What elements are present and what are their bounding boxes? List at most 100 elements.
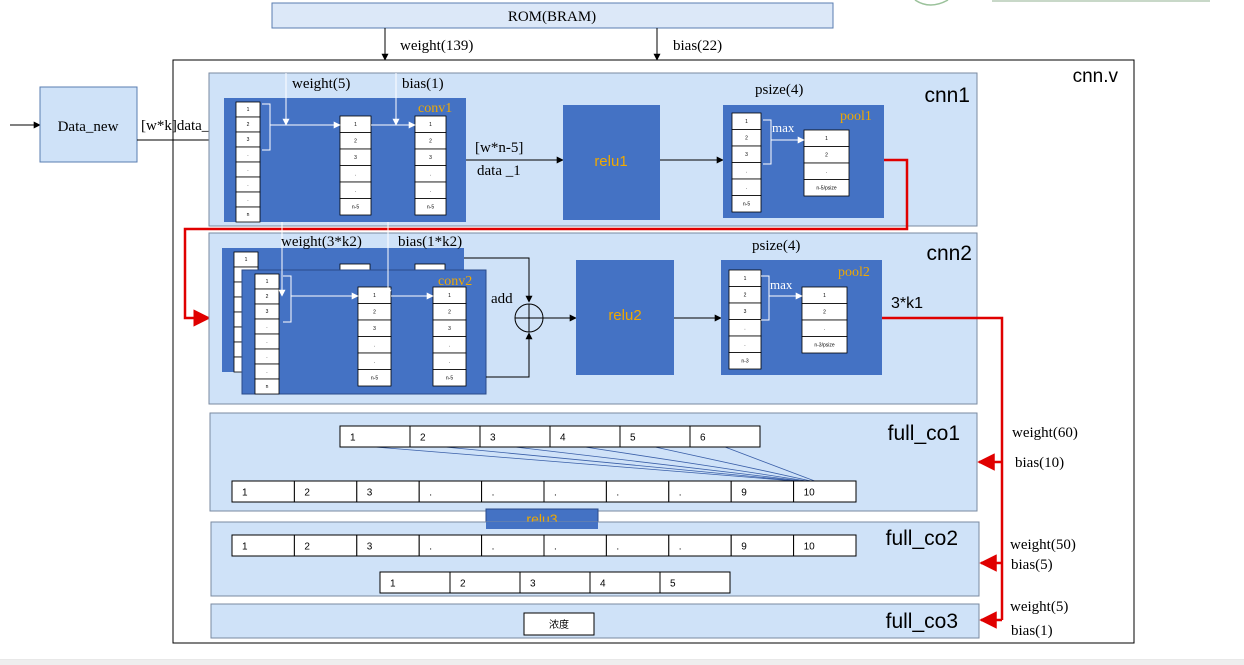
cell-label: 3 — [745, 152, 748, 158]
cell-label: 2 — [825, 152, 828, 158]
cell-label: . — [746, 168, 747, 174]
cnn1-bias-label: bias(1) — [402, 76, 444, 92]
cell-label: 1 — [354, 122, 357, 128]
cell-label: . — [449, 359, 450, 365]
cell-label: . — [355, 188, 356, 194]
cell-label: 3 — [530, 579, 536, 590]
cell-label: 5 — [670, 579, 676, 590]
cell — [357, 369, 392, 387]
cell-label: 2 — [373, 309, 376, 315]
cell — [659, 571, 731, 594]
cell-label: 5 — [630, 433, 636, 444]
cell-label: n-5 — [352, 204, 359, 210]
cell-label: 3 — [247, 137, 250, 143]
conv1-label: conv1 — [418, 101, 452, 116]
cell-label: 3 — [266, 309, 269, 315]
full-co3-weight: weight(5) — [1010, 599, 1068, 615]
cell-label: n — [266, 384, 269, 390]
rom-weight-label: weight(139) — [400, 38, 473, 54]
conv2-output-column: 123..n-5 — [432, 286, 467, 387]
cell-label: 3 — [448, 326, 451, 332]
cell-label: 2 — [266, 294, 269, 300]
cell-label: n-3 — [741, 358, 748, 364]
cell-label: 1 — [247, 107, 250, 113]
cell — [731, 195, 762, 213]
full-co1-connections — [374, 446, 821, 484]
cnn2-psize-label: psize(4) — [752, 238, 800, 254]
cell-label: n-5 — [371, 375, 378, 381]
add-label: add — [491, 291, 513, 307]
cnn1-signal-line1: [w*n-5] — [475, 140, 523, 156]
cell-label: 2 — [420, 433, 426, 444]
cell-label: . — [746, 185, 747, 191]
full-co2-weight: weight(50) — [1010, 537, 1076, 553]
cell-label: 3 — [373, 326, 376, 332]
cell-label: 10 — [804, 542, 816, 553]
cell-label: n-3/psize — [814, 342, 835, 348]
output-cell — [523, 612, 595, 636]
cell-label: 6 — [700, 433, 706, 444]
cell-label: . — [554, 542, 557, 553]
cell-label: . — [247, 197, 248, 203]
cell-label: . — [355, 171, 356, 177]
cnn2-title: cnn2 — [926, 242, 972, 265]
cell-label: . — [247, 167, 248, 173]
cell-label: 1 — [390, 579, 396, 590]
cell-label: 9 — [741, 542, 747, 553]
full-co2-title: full_co2 — [886, 527, 958, 550]
cell-label: 2 — [745, 135, 748, 141]
conv2-input-column: 123....n — [254, 273, 280, 395]
full-co3-panel — [210, 603, 980, 639]
full-co3-bias: bias(1) — [1011, 623, 1053, 639]
cell-label: 1 — [242, 542, 248, 553]
cell-label: . — [266, 369, 267, 375]
pool1-label: pool1 — [840, 109, 872, 124]
cell-label: . — [679, 488, 682, 499]
connection-line — [444, 446, 821, 484]
conv1-output-column: 123..n-5 — [414, 115, 447, 216]
cell — [235, 206, 261, 223]
cell-label: 1 — [429, 122, 432, 128]
cell-label: . — [449, 342, 450, 348]
cell-label: n-5/psize — [816, 185, 837, 191]
cnn1-psize-label: psize(4) — [755, 82, 803, 98]
cell-label: . — [266, 339, 267, 345]
logo-fragment — [914, 0, 1210, 6]
full-co1-weight: weight(60) — [1012, 425, 1078, 441]
cell-label: n-5 — [446, 375, 453, 381]
connection-line — [514, 446, 821, 484]
conv1-mid-column: 123..n-5 — [339, 115, 372, 216]
full-co1-bias: bias(10) — [1015, 455, 1064, 471]
cnn1-signal-line2: data _1 — [477, 163, 521, 179]
cell-label: 1 — [448, 293, 451, 299]
cell-label: . — [247, 182, 248, 188]
cnn2-bias-label: bias(1*k2) — [398, 234, 462, 250]
cell-label: . — [429, 488, 432, 499]
cell-label: . — [247, 152, 248, 158]
cell-label: . — [616, 488, 619, 499]
cell-label: 3 — [367, 488, 373, 499]
pool1-max-label: max — [772, 120, 795, 135]
cnn1-weight-label: weight(5) — [292, 76, 350, 92]
cell-label: 3 — [744, 309, 747, 315]
connection-line — [374, 446, 821, 484]
data-new-label: Data_new — [58, 119, 119, 135]
relu2-label: relu2 — [608, 307, 641, 324]
cell — [803, 179, 850, 197]
cell-label: 1 — [825, 136, 828, 142]
cell-label: 3 — [429, 155, 432, 161]
rom-bias-label: bias(22) — [673, 38, 722, 54]
conv2-label: conv2 — [438, 274, 472, 289]
pool2-output-column: 12.n-3/psize — [801, 286, 848, 354]
cnn2-out-signal: 3*k1 — [891, 295, 923, 312]
full-co2-bias: bias(5) — [1011, 557, 1053, 573]
cell-label: 1 — [266, 279, 269, 285]
cell — [254, 378, 280, 395]
rom-block — [271, 2, 834, 29]
cell-label: 1 — [823, 293, 826, 299]
module-boundary — [172, 59, 1135, 644]
cell-label: 2 — [429, 138, 432, 144]
